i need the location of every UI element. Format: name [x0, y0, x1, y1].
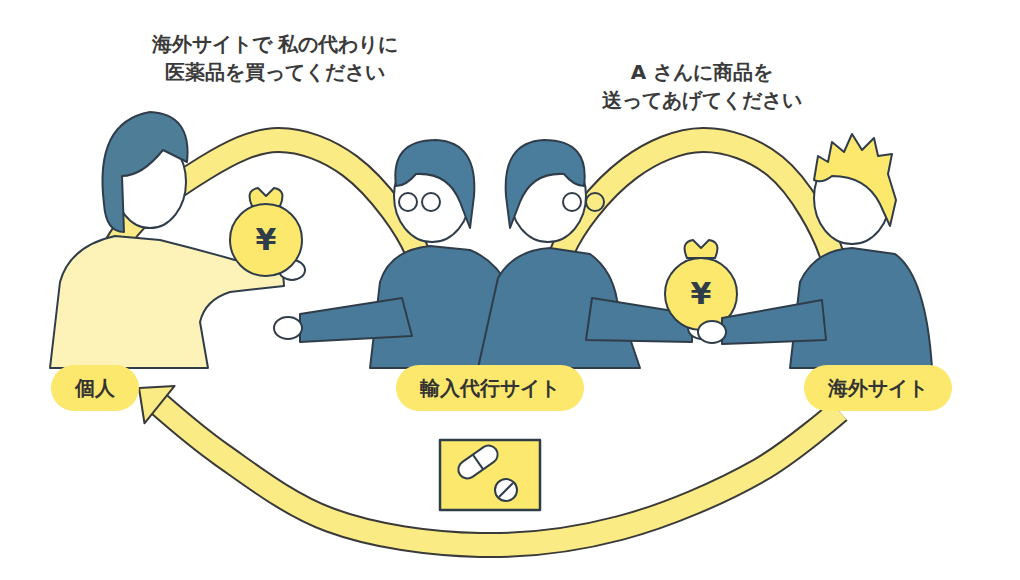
- person-figure: [478, 140, 716, 368]
- yen-sign: ¥: [246, 222, 286, 258]
- actor-name: 輸入代行サイト: [420, 375, 560, 402]
- arrow-head: [139, 386, 175, 423]
- actor-label: 個人: [51, 365, 139, 411]
- flow-arrow: [554, 140, 858, 365]
- arrow-body: [554, 140, 837, 365]
- actor-name: 海外サイト: [828, 375, 928, 402]
- money-bag: [230, 188, 302, 276]
- arrow-outline: [554, 140, 837, 365]
- request-text: A さんに商品を 送ってあげてください: [595, 58, 810, 114]
- person-figure: [698, 134, 932, 368]
- medicine-box: [440, 440, 540, 510]
- request-text: 海外サイトで 私の代わりに 医薬品を買ってください: [150, 30, 400, 86]
- yen-sign: ¥: [681, 276, 721, 312]
- arrow-outline: [158, 403, 839, 545]
- actor-label: 海外サイト: [804, 365, 952, 411]
- actor-label: 輸入代行サイト: [396, 365, 584, 411]
- actor-name: 個人: [75, 375, 115, 402]
- arrow-body: [158, 403, 839, 545]
- person-figure: [50, 112, 305, 368]
